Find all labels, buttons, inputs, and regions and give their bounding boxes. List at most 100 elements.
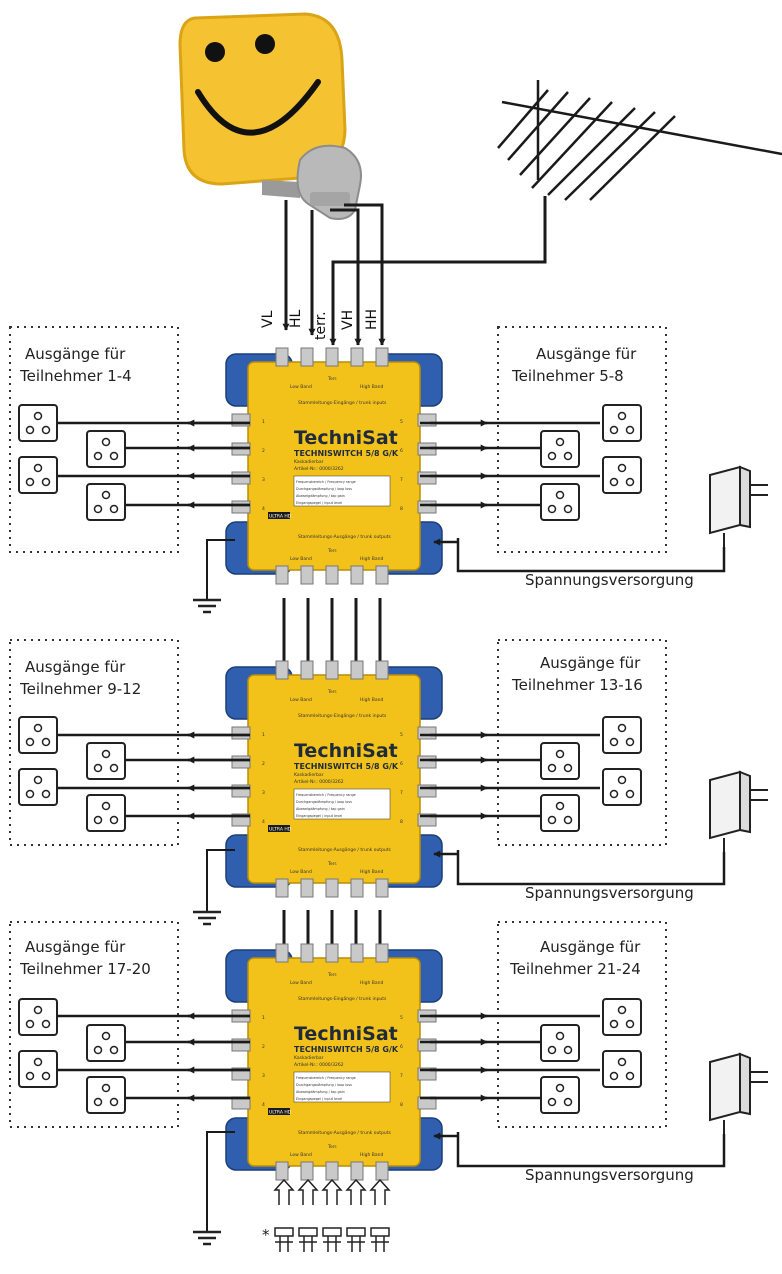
f-connector-icon [350, 347, 364, 367]
group-title-right-line2: Teilnehmer 13-16 [511, 676, 643, 694]
hollow-arrow-icon [345, 1178, 367, 1205]
f-connector-icon [350, 943, 364, 963]
high-band-label: High Band [360, 980, 383, 986]
f-connector-icon [375, 1161, 389, 1181]
f-connector-icon [350, 565, 364, 585]
spec-row: Eingangspegel / input level [296, 501, 342, 505]
antenna-socket-icon [602, 456, 642, 494]
low-band-label: Low Band [290, 869, 312, 875]
power-supply-label: Spannungsversorgung [525, 1166, 694, 1184]
f-connector-icon [417, 755, 437, 769]
antenna-socket-icon [86, 742, 126, 780]
model-name: TECHNISWITCH 5/8 G/K [294, 762, 399, 771]
f-connector-icon [417, 726, 437, 740]
cascade-stage-1: Ausgänge für Teilnehmer 1-4 Ausgänge für… [9, 326, 667, 553]
ultra-hd-badge [268, 1108, 290, 1115]
power-supply-label: Spannungsversorgung [525, 571, 694, 589]
spec-row: Abzweigdämpfung / tap gain [296, 1090, 345, 1094]
spec-row: Eingangspegel / input level [296, 1097, 342, 1101]
antenna-socket-icon [602, 768, 642, 806]
high-band-label: High Band [360, 556, 383, 562]
terminator-icon [274, 1227, 294, 1237]
power-supply-icon [709, 465, 741, 535]
spec-table [293, 475, 391, 507]
terr-label: Terr. [327, 1144, 337, 1150]
output-number: 2 [262, 1044, 265, 1050]
antenna-socket-icon [86, 794, 126, 832]
antenna-socket-icon [540, 742, 580, 780]
f-connector-icon [300, 943, 314, 963]
output-number: 8 [400, 506, 403, 512]
f-connector-icon [375, 565, 389, 585]
f-connector-icon [231, 471, 251, 485]
spec-row: Frequenzbereich / Frequency range [296, 480, 356, 484]
output-number: 3 [262, 1073, 265, 1079]
terminator-icon [346, 1227, 366, 1237]
output-number: 4 [262, 1102, 265, 1108]
f-connector-icon [300, 347, 314, 367]
f-connector-icon [275, 660, 289, 680]
f-connector-icon [375, 660, 389, 680]
antenna-socket-icon [18, 768, 58, 806]
f-connector-icon [231, 755, 251, 769]
power-supply-icon [709, 1052, 741, 1122]
output-number: 2 [262, 761, 265, 767]
f-connector-icon [300, 565, 314, 585]
subtitle: Kaskadierbar [294, 459, 324, 465]
spec-row: Abzweigdämpfung / tap gain [296, 494, 345, 498]
f-connector-icon [325, 347, 339, 367]
antenna-socket-icon [540, 1076, 580, 1114]
antenna-socket-icon [18, 404, 58, 442]
f-connector-icon [275, 943, 289, 963]
subtitle: Kaskadierbar [294, 1055, 324, 1061]
group-title-left-line1: Ausgänge für [25, 658, 126, 676]
output-number: 7 [400, 477, 403, 483]
spec-table [293, 1071, 391, 1103]
trunk-outputs-label: Stammleitungs-Ausgänge / trunk outputs [298, 534, 392, 540]
terr-label: Terr. [327, 376, 337, 382]
spec-row: Durchgangsdämpfung / loop loss [296, 1083, 352, 1087]
trunk-outputs-label: Stammleitungs-Ausgänge / trunk outputs [298, 1130, 392, 1136]
f-connector-icon [417, 471, 437, 485]
group-title-right-line1: Ausgänge für [540, 654, 641, 672]
subtitle: Kaskadierbar [294, 772, 324, 778]
low-band-label: Low Band [290, 697, 312, 703]
group-title-left-line2: Teilnehmer 1-4 [19, 367, 132, 385]
output-number: 5 [400, 1015, 403, 1021]
power-supply-icon [709, 770, 741, 840]
antenna-socket-icon [602, 404, 642, 442]
ultra-hd-label: ULTRA HD [269, 514, 292, 520]
antenna-socket-icon [540, 794, 580, 832]
brand-logo: TechniSat [294, 427, 398, 449]
f-connector-icon [350, 660, 364, 680]
terminators: * [262, 1178, 391, 1252]
output-number: 7 [400, 790, 403, 796]
terr-label: Terr. [327, 548, 337, 554]
low-band-label: Low Band [290, 384, 312, 390]
f-connector-icon [300, 878, 314, 898]
output-number: 4 [262, 506, 265, 512]
antenna-socket-icon [86, 430, 126, 468]
subscriber-box-right [497, 639, 667, 846]
article-number: Artikel-Nr.: 0000/3262 [294, 779, 344, 785]
signal-label-hl: HL [288, 309, 304, 328]
low-band-label: Low Band [290, 980, 312, 986]
f-connector-icon [375, 347, 389, 367]
subscriber-box-left [9, 326, 179, 553]
signal-label-hh: HH [364, 309, 380, 330]
terr-label: Terr. [327, 689, 337, 695]
spec-table [293, 788, 391, 820]
f-connector-icon [375, 943, 389, 963]
signal-labels: VL HL terr. VH HH [260, 309, 380, 340]
trunk-inputs-label: Stammleitungs-Eingänge / trunk inputs [298, 996, 387, 1002]
high-band-label: High Band [360, 384, 383, 390]
signal-label-vl: VL [260, 310, 276, 328]
ultra-hd-badge [268, 512, 290, 519]
antenna-socket-icon [540, 1024, 580, 1062]
signal-label-vh: VH [340, 310, 356, 330]
model-name: TECHNISWITCH 5/8 G/K [294, 449, 399, 458]
